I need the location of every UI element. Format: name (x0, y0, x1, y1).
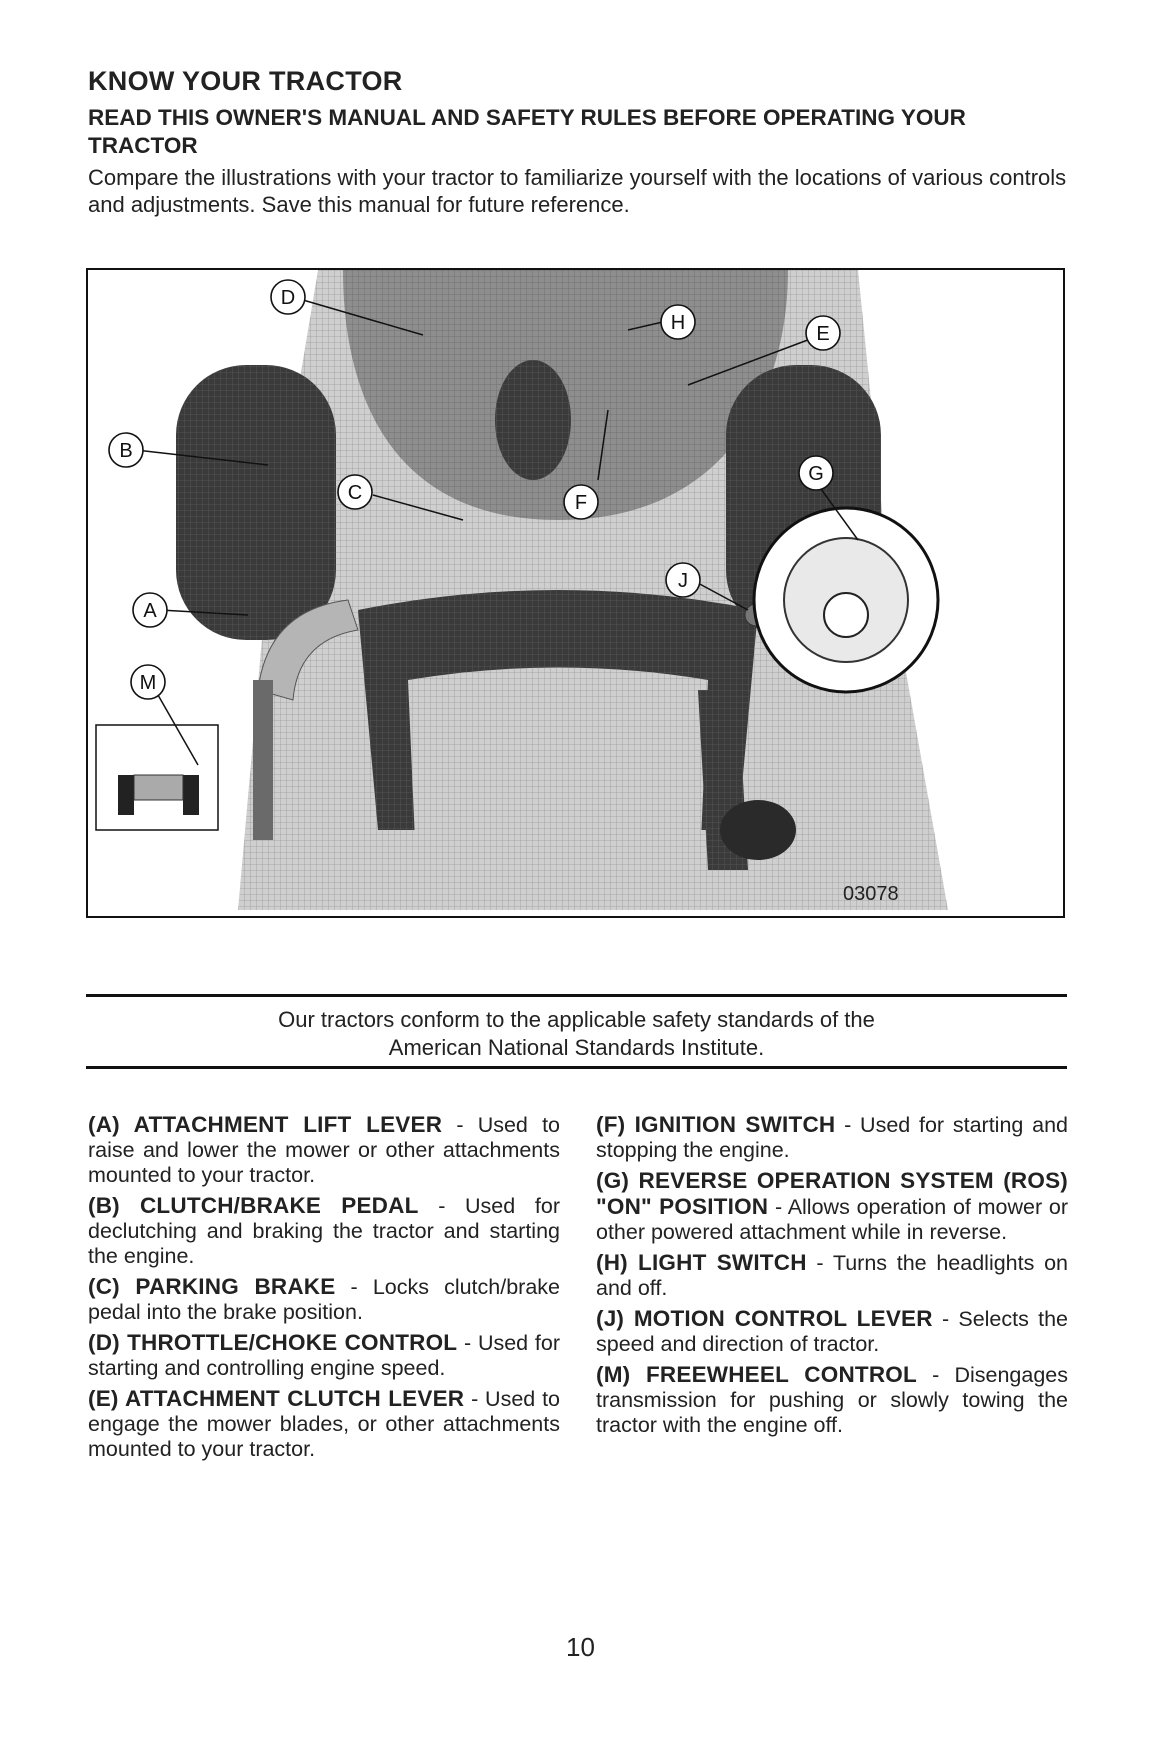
callout-letter-c: C (348, 482, 362, 504)
callout-circle-g (798, 455, 834, 491)
control-name: (B) CLUTCH/BRAKE PEDAL (88, 1193, 419, 1218)
control-description-d: (D) THROTTLE/CHOKE CONTROL - Used for st… (88, 1330, 560, 1381)
callout-letter-e: E (816, 323, 829, 345)
callout-circle-e (805, 315, 841, 351)
page-title: KNOW YOUR TRACTOR (88, 66, 403, 96)
control-desc: - Selects the speed and direction of tra… (596, 1307, 1068, 1356)
controls-list-right: (F) IGNITION SWITCH - Used for starting … (596, 1112, 1068, 1443)
control-description-g: (G) REVERSE OPERATION SYSTEM (ROS) "ON" … (596, 1168, 1068, 1245)
rule-top (86, 994, 1067, 997)
callout-circle-m (130, 664, 166, 700)
control-name: (G) REVERSE OPERATION SYSTEM (ROS) "ON" … (596, 1168, 1068, 1219)
control-description-f: (F) IGNITION SWITCH - Used for starting … (596, 1112, 1068, 1163)
callout-letter-m: M (140, 672, 157, 694)
control-description-e: (E) ATTACHMENT CLUTCH LEVER - Used to en… (88, 1386, 560, 1462)
inset-body (133, 774, 184, 801)
callout-letter-a: A (143, 600, 157, 622)
page-number: 10 (566, 1632, 595, 1662)
callout-circle-d (270, 279, 306, 315)
control-description-j: (J) MOTION CONTROL LEVER - Selects the s… (596, 1306, 1068, 1357)
seat-cushion (408, 667, 708, 910)
control-name: (D) THROTTLE/CHOKE CONTROL (88, 1330, 458, 1355)
control-name: (E) ATTACHMENT CLUTCH LEVER (88, 1386, 465, 1411)
callout-circle-j (665, 562, 701, 598)
controls-list-left: (A) ATTACHMENT LIFT LEVER - Used to rais… (88, 1112, 560, 1467)
callout-circle-a (132, 592, 168, 628)
control-description-m: (M) FREEWHEEL CONTROL - Disengages trans… (596, 1362, 1068, 1438)
standards-line-2: American National Standards Institute. (388, 1035, 765, 1060)
control-description-a: (A) ATTACHMENT LIFT LEVER - Used to rais… (88, 1112, 560, 1188)
standards-line-1: Our tractors conform to the applicable s… (278, 1007, 875, 1032)
callout-letter-f: F (575, 492, 587, 514)
tractor-illustration: D H E B C G F J A M 03078 (86, 268, 1065, 918)
callout-letter-j: J (678, 570, 688, 592)
lift-lever (253, 680, 273, 840)
control-desc: - Turns the headlights on and off. (596, 1251, 1068, 1300)
control-name: (A) ATTACHMENT LIFT LEVER (88, 1112, 443, 1137)
control-name: (M) FREEWHEEL CONTROL (596, 1362, 917, 1387)
intro-paragraph: Compare the illustrations with your trac… (88, 165, 1067, 217)
control-desc: - Used for starting and controlling engi… (88, 1331, 560, 1380)
control-name: (F) IGNITION SWITCH (596, 1112, 836, 1137)
page-subtitle: READ THIS OWNER'S MANUAL AND SAFETY RULE… (88, 105, 966, 158)
rule-bottom (86, 1066, 1067, 1069)
callout-letter-h: H (671, 312, 685, 334)
left-wheel (176, 365, 336, 640)
control-name: (H) LIGHT SWITCH (596, 1250, 807, 1275)
tractor-drawing: D H E B C G F J A M 03078 (95, 270, 948, 910)
control-name: (C) PARKING BRAKE (88, 1274, 336, 1299)
callout-circle-b (108, 432, 144, 468)
inset-wheel-left (118, 775, 134, 815)
callout-letter-b: B (119, 440, 132, 462)
key-slot (823, 592, 869, 638)
fuel-cap (720, 800, 796, 860)
callout-circle-h (660, 304, 696, 340)
control-desc: - Used for starting and stopping the eng… (596, 1113, 1068, 1162)
inset-wheel-right (183, 775, 199, 815)
steering-column (495, 360, 571, 480)
control-description-b: (B) CLUTCH/BRAKE PEDAL - Used for declut… (88, 1193, 560, 1269)
callout-letter-d: D (281, 287, 295, 309)
callout-circle-c (337, 474, 373, 510)
control-desc: - Disengages transmission for pushing or… (596, 1363, 1069, 1437)
control-description-c: (C) PARKING BRAKE - Locks clutch/brake p… (88, 1274, 560, 1325)
control-desc: - Used for declutching and braking the t… (88, 1194, 560, 1268)
figure-number: 03078 (843, 883, 899, 905)
control-desc: - Allows operation of mower or other pow… (596, 1195, 1069, 1244)
standards-notice: Our tractors conform to the applicable s… (86, 1006, 1067, 1062)
callout-circle-f (563, 484, 599, 520)
callout-letter-g: G (808, 463, 824, 485)
control-name: (J) MOTION CONTROL LEVER (596, 1306, 933, 1331)
control-desc: - Used to raise and lower the mower or o… (88, 1113, 560, 1187)
fender-left (257, 599, 359, 701)
callout-labels: D H E B C G F J A M (108, 279, 841, 700)
control-description-h: (H) LIGHT SWITCH - Turns the headlights … (596, 1250, 1068, 1301)
control-desc: - Used to engage the mower blades, or ot… (88, 1387, 560, 1461)
control-desc: - Locks clutch/brake pedal into the brak… (88, 1275, 560, 1324)
